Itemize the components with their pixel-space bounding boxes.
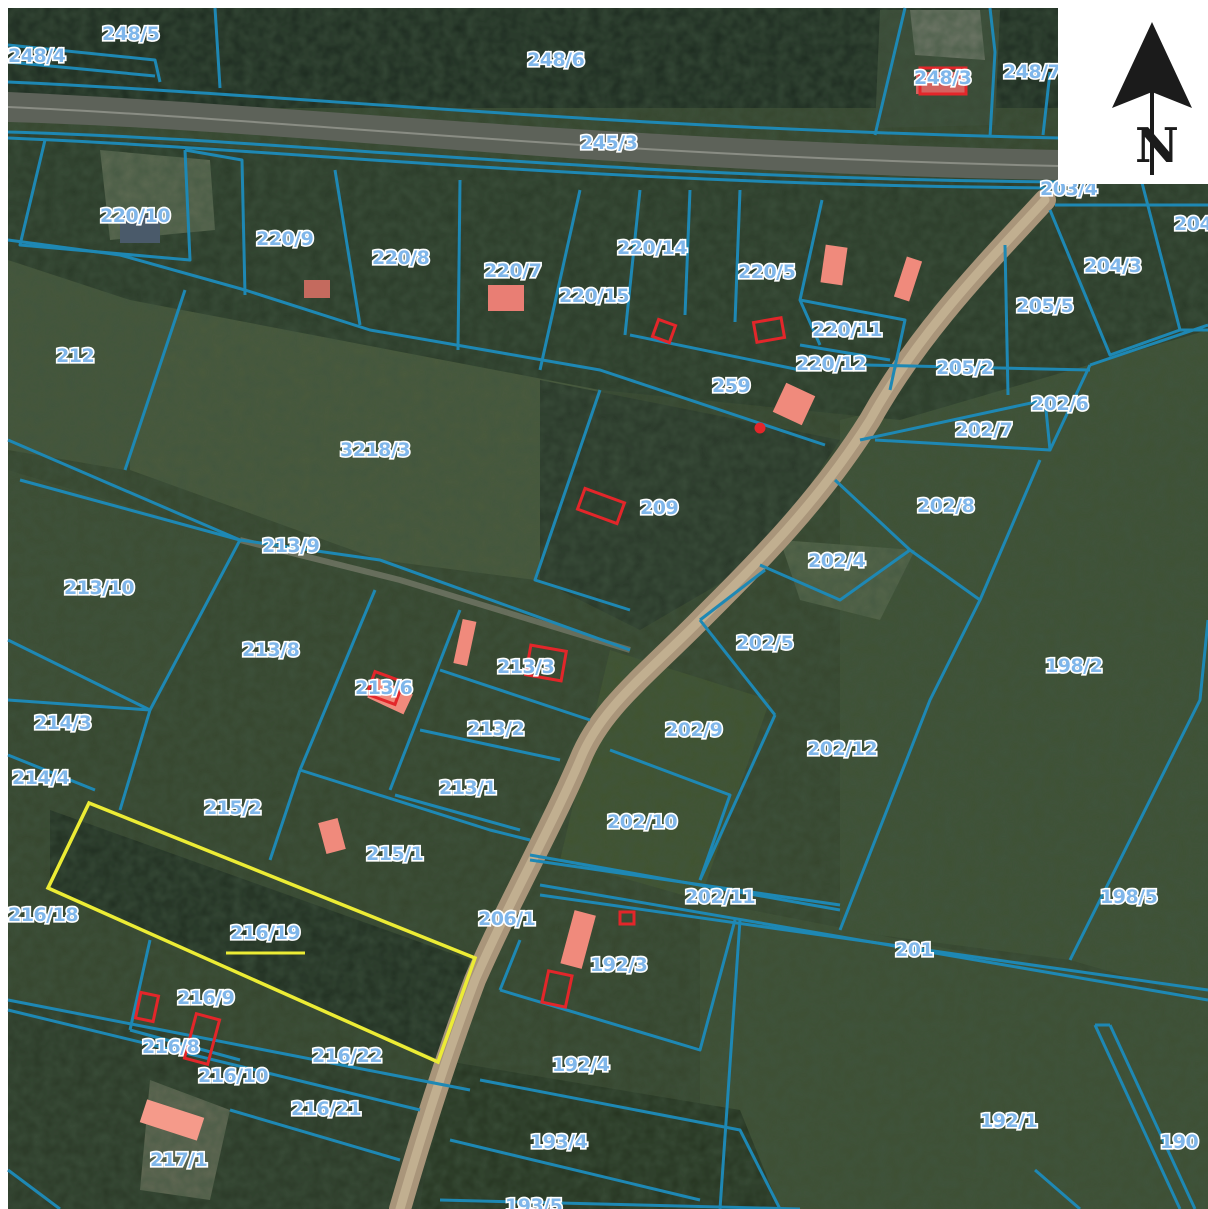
- parcel-label: 213/2: [467, 718, 524, 740]
- parcel-label: 204/3: [1084, 255, 1141, 277]
- parcel-label: 213/9: [262, 535, 319, 557]
- parcel-label: 213/1: [439, 777, 496, 799]
- parcel-label: 213/8: [242, 639, 300, 661]
- highlighted-parcel: [45, 800, 478, 1065]
- parcel-label: 248/5: [102, 23, 159, 45]
- parcel-label: 245/3: [580, 132, 637, 154]
- parcel-label: 193/5: [505, 1195, 562, 1209]
- building-outline: [364, 669, 406, 707]
- parcel-label: 192/4: [552, 1054, 610, 1076]
- parcel-label: 216/18: [8, 904, 78, 926]
- building-outlines: [133, 66, 968, 1067]
- aerial-photo: [8, 8, 1208, 1209]
- parcel-label: 193/4: [530, 1131, 588, 1153]
- north-arrow-icon: [1112, 22, 1192, 108]
- building-outline: [650, 317, 678, 345]
- parcel-label: 205/5: [1016, 295, 1073, 317]
- parcel-label: 190: [1160, 1131, 1198, 1153]
- parcel-label: 220/10: [100, 205, 170, 227]
- parcel-label: 201: [895, 939, 933, 961]
- parcel-label: 220/9: [256, 228, 313, 250]
- building-outline: [523, 643, 569, 683]
- parcel-label: 202/8: [917, 495, 975, 517]
- parcel-label: 220/11: [812, 319, 882, 341]
- parcel-label: 202/12: [807, 738, 877, 760]
- building-outline: [182, 1011, 222, 1067]
- building-outline: [918, 66, 968, 96]
- parcel-label: 192/1: [980, 1110, 1037, 1132]
- parcel-label: 213/10: [64, 577, 134, 599]
- parcel-label: 220/14: [617, 237, 687, 259]
- parcel-label: 220/15: [559, 285, 629, 307]
- parcel-label: 259: [712, 375, 750, 397]
- parcel-label: 220/7: [484, 260, 541, 282]
- building-outline: [751, 315, 787, 345]
- building-outline: [575, 486, 627, 526]
- parcel-label: 205/2: [936, 357, 993, 379]
- parcel-label: 213/3: [497, 656, 554, 678]
- parcel-label: 198/5: [1100, 886, 1157, 908]
- parcel-boundaries: [7, 7, 1208, 1209]
- parcel-label: 216/8: [142, 1036, 200, 1058]
- parcel-label: 216/22: [312, 1045, 382, 1067]
- parcel-label: 202/4: [808, 550, 866, 572]
- parcel-label: 220/5: [738, 261, 795, 283]
- parcel-label: 220/12: [796, 353, 866, 375]
- parcel-label: 215/2: [204, 797, 261, 819]
- building-outline: [540, 969, 574, 1009]
- parcel-label: 216/9: [177, 987, 234, 1009]
- parcel-label: 202/9: [665, 719, 722, 741]
- parcel-label: 248/4: [8, 45, 66, 67]
- parcel-label: 216/21: [291, 1098, 361, 1120]
- parcel-label: 202/11: [685, 886, 755, 908]
- parcel-label: 215/1: [366, 843, 423, 865]
- parcel-label: 213/6: [355, 677, 413, 699]
- parcel-label: 216/19: [230, 922, 300, 944]
- parcel-label: 3218/3: [340, 439, 410, 461]
- building-outline: [133, 990, 161, 1024]
- parcel-label: 212: [56, 345, 94, 367]
- parcel-label: 220/8: [372, 247, 430, 269]
- parcel-label: 248/6: [527, 49, 585, 71]
- parcel-label: 248/7: [1003, 61, 1060, 83]
- parcel-label: 202/10: [607, 811, 677, 833]
- north-arrow: N: [1058, 8, 1208, 184]
- parcel-label: 202/5: [736, 632, 793, 654]
- parcel-label: 198/2: [1045, 655, 1102, 677]
- parcel-label: 214/4: [12, 767, 70, 789]
- parcel-label: 248/3: [914, 67, 971, 89]
- parcel-label: 209: [640, 497, 678, 519]
- north-arrow-label: N: [1135, 118, 1179, 174]
- parcel-label: 202/6: [1031, 393, 1089, 415]
- parcel-label: 217/1: [150, 1149, 207, 1171]
- parcel-label: 192/3: [590, 954, 647, 976]
- building-outline: [618, 910, 636, 926]
- parcel-label: 206/1: [478, 908, 535, 930]
- parcel-label: 214/3: [34, 712, 91, 734]
- highlight-outline: [45, 800, 478, 1065]
- parcel-label: 204: [1174, 213, 1208, 235]
- parcel-label: 202/7: [955, 419, 1012, 441]
- parcel-label: 216/10: [198, 1065, 268, 1087]
